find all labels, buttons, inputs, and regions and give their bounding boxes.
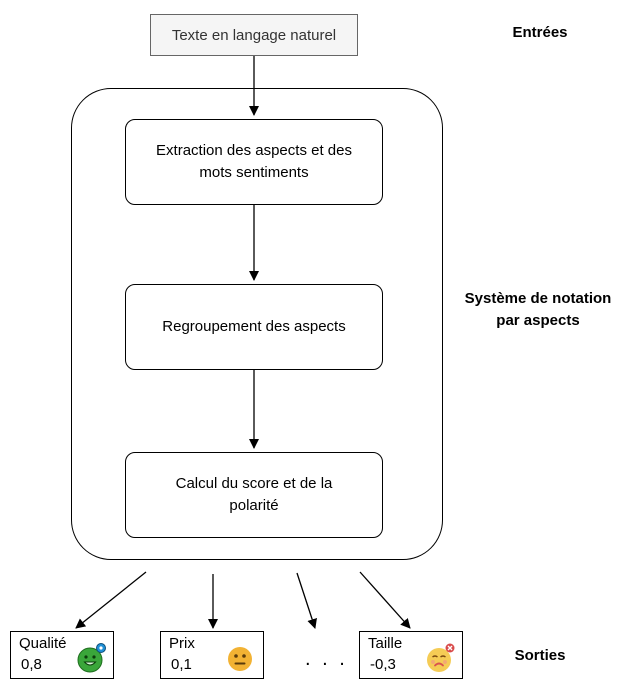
more-outputs-ellipsis: . . . — [305, 648, 348, 670]
output-taille: Taille -0,3 — [359, 631, 463, 679]
step-extraction: Extraction des aspects et des mots senti… — [125, 119, 383, 205]
arrow-to-qualite — [75, 571, 147, 629]
output-value: 0,8 — [21, 656, 42, 673]
neutral-face-icon — [228, 647, 252, 671]
arrow-to-taille — [359, 571, 411, 629]
sad-face-icon — [427, 643, 455, 672]
step-calcul: Calcul du score et de la polarité — [125, 452, 383, 538]
output-name: Qualité — [19, 635, 67, 652]
step-calcul-line1: Calcul du score et de la — [175, 475, 333, 492]
sorties-label: Sorties — [514, 647, 566, 664]
step-extraction-line2: mots sentiments — [199, 164, 309, 181]
arrow-to-more — [296, 572, 317, 629]
step-calcul-line2: polarité — [229, 497, 279, 514]
output-value: -0,3 — [370, 656, 396, 673]
output-name: Taille — [368, 635, 403, 652]
input-label: Texte en langage naturel — [171, 26, 337, 44]
output-name: Prix — [169, 635, 195, 652]
systeme-label: Système de notation par aspects — [446, 288, 630, 332]
smiling-face-icon — [77, 643, 106, 673]
systeme-label-line2: par aspects — [496, 312, 580, 329]
system-container — [71, 88, 443, 560]
systeme-label-line1: Système de notation — [464, 290, 612, 307]
input-text-box: Texte en langage naturel — [150, 14, 358, 56]
entrees-label: Entrées — [512, 24, 568, 41]
output-value: 0,1 — [171, 656, 192, 673]
output-qualite: Qualité 0,8 — [10, 631, 114, 679]
step-regroupement: Regroupement des aspects — [125, 284, 383, 370]
step-regroupement-label: Regroupement des aspects — [162, 318, 346, 335]
step-extraction-line1: Extraction des aspects et des — [156, 142, 352, 159]
output-prix: Prix 0,1 — [160, 631, 264, 679]
